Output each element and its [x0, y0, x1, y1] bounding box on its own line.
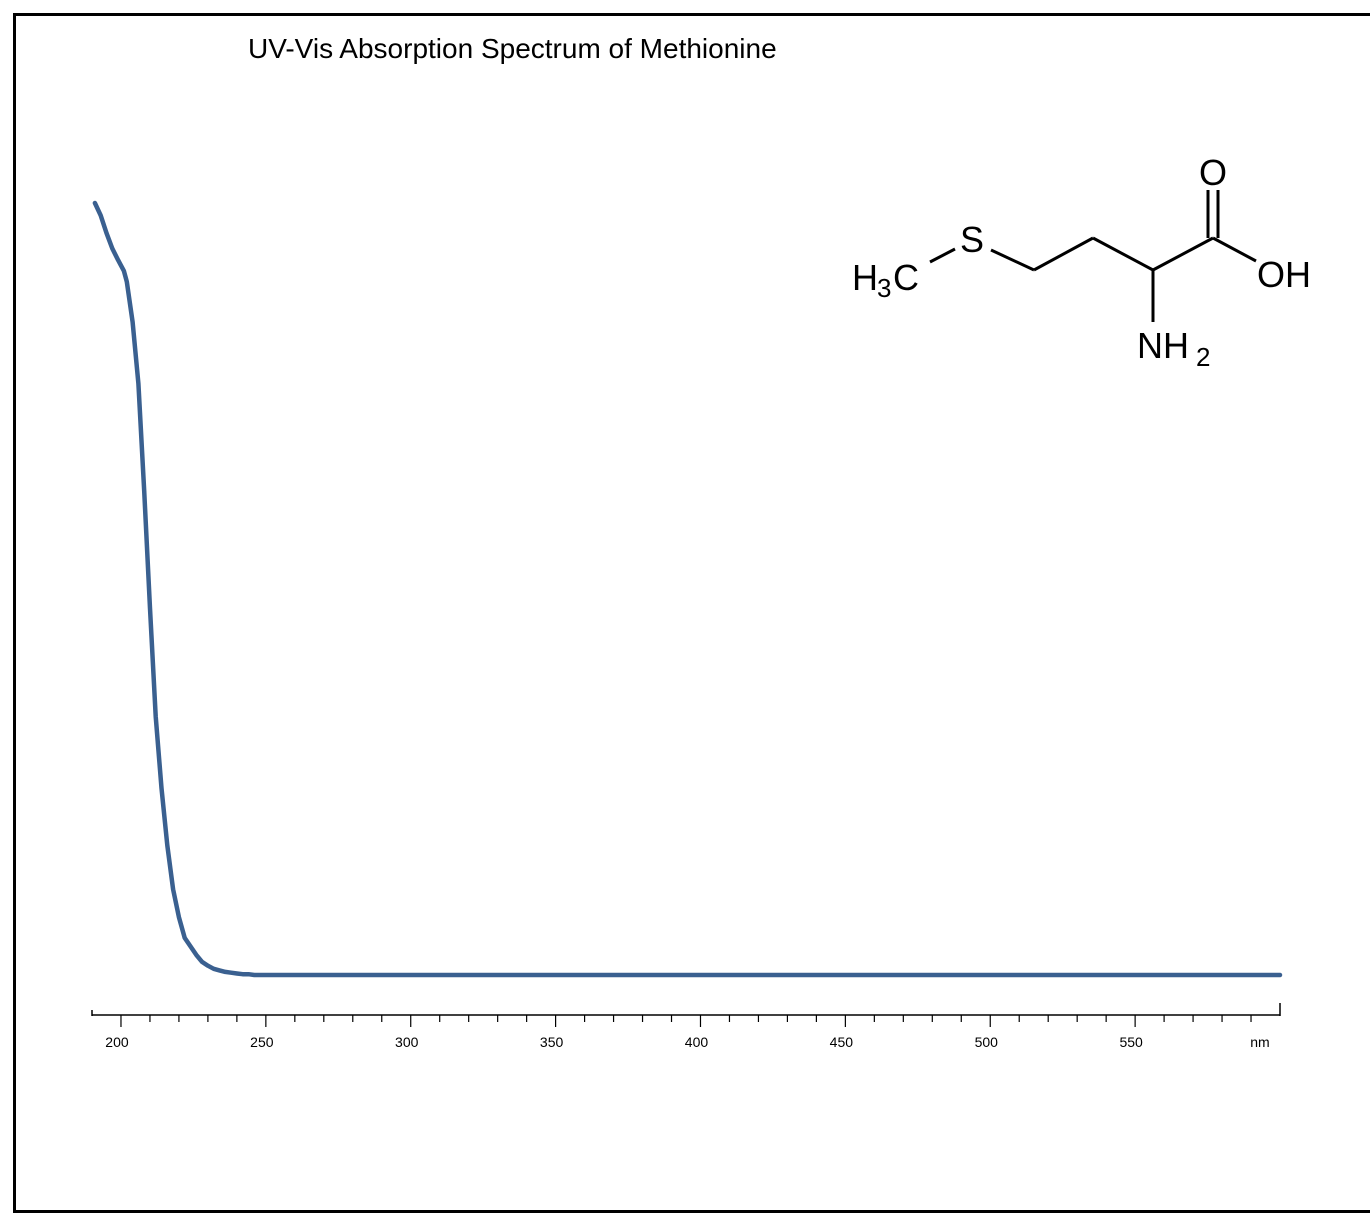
bond-ch2-ch2 [1033, 236, 1094, 272]
bond-ch3-s [929, 247, 956, 264]
x-axis: 200 250 300 350 400 450 500 550 nm [91, 1003, 1281, 1050]
x-tick-label: 500 [975, 1034, 999, 1050]
absorption-series-line [92, 200, 1283, 978]
hydroxyl-label: OH [1257, 254, 1311, 295]
amine-subscript: 2 [1196, 342, 1210, 372]
x-tick-label: 350 [540, 1034, 564, 1050]
x-tick-label: 250 [250, 1034, 274, 1050]
x-tick-label: 400 [685, 1034, 709, 1050]
methionine-structure [929, 190, 1257, 322]
series-group [92, 200, 1283, 978]
amine-label: NH [1137, 325, 1189, 366]
x-axis-unit-label: nm [1250, 1034, 1269, 1050]
x-tick-label: 450 [830, 1034, 854, 1050]
x-tick-label: 300 [395, 1034, 419, 1050]
oxygen-label: O [1199, 152, 1227, 193]
chart-plot: 200 250 300 350 400 450 500 550 nm H 3 C S O OH … [91, 152, 1311, 1050]
bond-calpha-carboxyl [1152, 236, 1214, 272]
x-tick-label: 550 [1119, 1034, 1143, 1050]
methyl-h-label: H [852, 257, 878, 298]
bond-c-oh [1212, 236, 1257, 263]
methyl-subscript: 3 [877, 273, 891, 303]
chart-title: UV-Vis Absorption Spectrum of Methionine [248, 33, 777, 64]
methyl-c-label: C [893, 257, 919, 298]
sulfur-label: S [960, 219, 984, 260]
x-tick-label: 200 [105, 1034, 129, 1050]
bond-ch2-calpha [1092, 236, 1154, 272]
structure-labels: H 3 C S O OH NH 2 [852, 152, 1311, 372]
bond-s-ch2 [990, 248, 1035, 272]
